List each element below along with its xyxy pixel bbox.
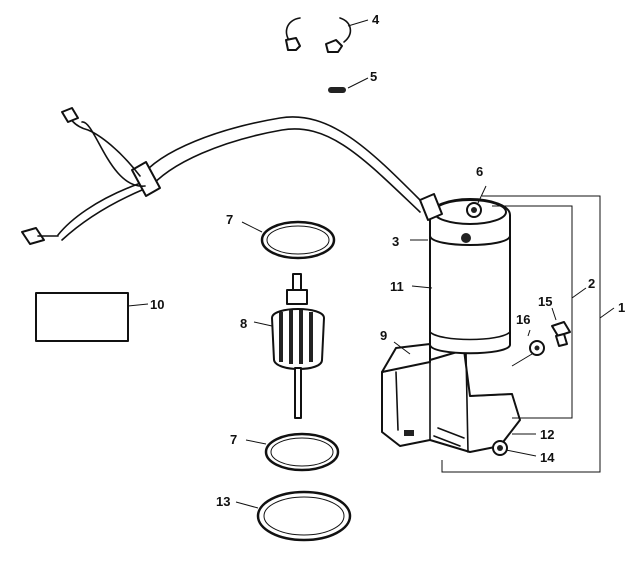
assembly-brackets xyxy=(441,195,615,473)
callout-1: 1 xyxy=(618,300,625,315)
callout-8: 8 xyxy=(240,316,247,331)
callout-4: 4 xyxy=(372,12,380,27)
callout-13: 13 xyxy=(216,494,230,509)
callout-6: 6 xyxy=(476,164,483,179)
cable-harness xyxy=(21,107,421,245)
callout-14: 14 xyxy=(540,450,555,465)
callout-3: 3 xyxy=(392,234,399,249)
motor-assembly xyxy=(381,185,537,457)
part-10-decal xyxy=(35,292,149,342)
callout-10: 10 xyxy=(150,297,164,312)
callout-16: 16 xyxy=(516,312,530,327)
callout-2: 2 xyxy=(588,276,595,291)
part-4-wire-clips xyxy=(285,17,369,53)
part-8-armature xyxy=(253,273,325,419)
part-16-nut xyxy=(511,329,545,367)
callout-9: 9 xyxy=(380,328,387,343)
part-5-pin xyxy=(328,77,369,93)
part-7-upper-o-ring xyxy=(241,220,336,260)
callout-7-upper: 7 xyxy=(226,212,233,227)
callout-labels: 4 5 6 7 3 2 11 15 10 1 16 8 9 12 7 14 13 xyxy=(150,12,625,509)
part-7-lower-o-ring xyxy=(245,432,340,472)
callout-7-lower: 7 xyxy=(230,432,237,447)
part-15-bolt xyxy=(551,307,571,347)
callout-11: 11 xyxy=(390,279,404,294)
callout-12: 12 xyxy=(540,427,554,442)
callout-15: 15 xyxy=(538,294,552,309)
callout-5: 5 xyxy=(370,69,377,84)
part-13-o-ring xyxy=(235,490,352,542)
